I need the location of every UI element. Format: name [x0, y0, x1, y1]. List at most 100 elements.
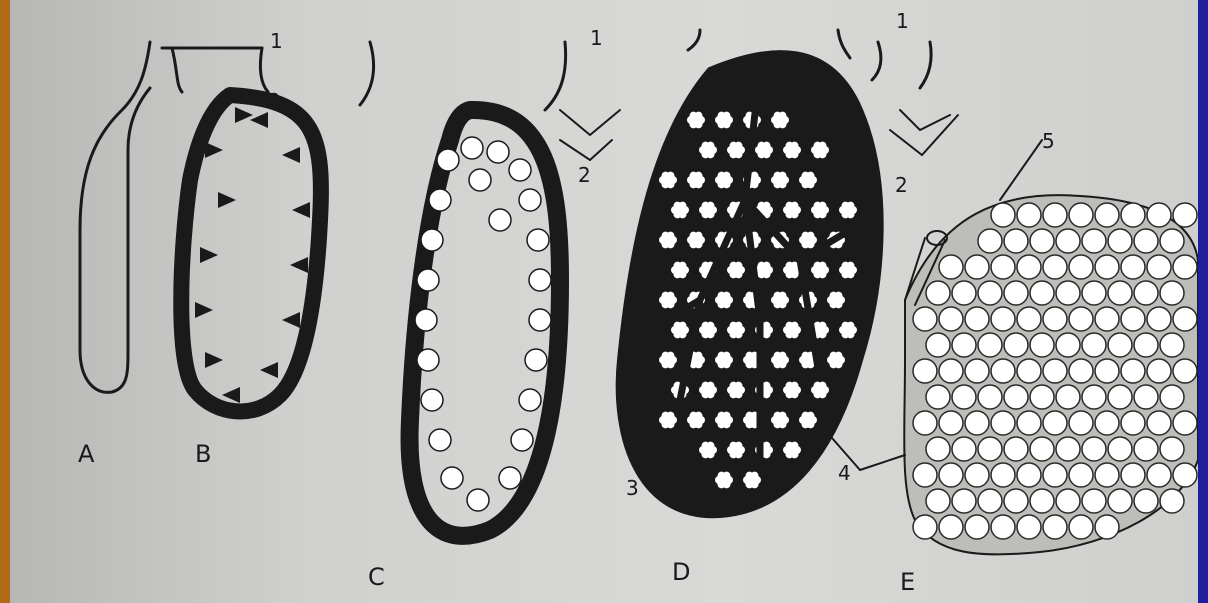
lung-types-figure: A B C D E 1 2 1 2 2 3 4 1 5	[10, 0, 1198, 603]
alveolus	[1134, 281, 1158, 305]
alveolus	[1147, 463, 1171, 487]
alveolus	[1004, 437, 1028, 461]
alveolus	[1121, 307, 1145, 331]
alveolus	[1173, 203, 1197, 227]
lobule	[421, 389, 443, 411]
alveolus	[965, 515, 989, 539]
alveolus	[1056, 333, 1080, 357]
alveolus	[1082, 385, 1106, 409]
lobule	[529, 309, 551, 331]
alveolus	[1017, 411, 1041, 435]
alveolus	[1095, 307, 1119, 331]
alveolus	[1030, 385, 1054, 409]
lobule	[469, 169, 491, 191]
alveolus	[965, 307, 989, 331]
figure-b-septate-sac	[162, 48, 321, 411]
alveolus	[1134, 229, 1158, 253]
alveolus	[1056, 385, 1080, 409]
alveolus	[952, 333, 976, 357]
alveolus	[1108, 489, 1132, 513]
alveolus	[913, 411, 937, 435]
alveolus	[1147, 203, 1171, 227]
panel-label-c: C	[368, 563, 385, 591]
alveolus	[913, 515, 937, 539]
alveolus	[913, 463, 937, 487]
right-border	[1198, 0, 1208, 603]
lobule	[429, 189, 451, 211]
alveolus	[1030, 333, 1054, 357]
alveolus	[1134, 437, 1158, 461]
part-number-e-1: 1	[896, 9, 909, 33]
alveolus	[991, 515, 1015, 539]
alveolus	[1095, 203, 1119, 227]
septum	[222, 387, 240, 403]
alveolus	[1082, 437, 1106, 461]
alveolus	[1017, 255, 1041, 279]
alveolus	[978, 385, 1002, 409]
alveolus	[1173, 463, 1197, 487]
figure-c-lobules	[415, 137, 551, 511]
alveolus	[1173, 411, 1197, 435]
lobule	[511, 429, 533, 451]
alveolus	[939, 359, 963, 383]
alveolus	[939, 515, 963, 539]
panel-label-b: B	[195, 440, 211, 468]
alveolus	[1108, 229, 1132, 253]
alveolus	[926, 281, 950, 305]
alveolus	[1069, 359, 1093, 383]
alveolus	[952, 437, 976, 461]
alveolus	[1095, 359, 1119, 383]
alveolus	[952, 281, 976, 305]
alveolus	[1082, 489, 1106, 513]
alveolus	[1134, 333, 1158, 357]
alveolus	[1147, 359, 1171, 383]
alveolus	[1121, 255, 1145, 279]
alveolus	[978, 437, 1002, 461]
alveolus	[1134, 489, 1158, 513]
alveolus	[1108, 385, 1132, 409]
alveolus	[978, 229, 1002, 253]
alveolus	[1004, 333, 1028, 357]
panel-label-a: A	[78, 440, 95, 468]
alveolus	[939, 307, 963, 331]
septum	[235, 107, 253, 123]
alveolus	[926, 489, 950, 513]
alveolus	[1082, 229, 1106, 253]
part-number-e-5: 5	[1042, 129, 1055, 153]
septum	[282, 312, 300, 328]
septum	[200, 247, 218, 263]
alveolus	[1173, 307, 1197, 331]
alveolus	[1017, 515, 1041, 539]
alveolus	[1108, 281, 1132, 305]
alveolus	[1030, 281, 1054, 305]
lobule	[415, 309, 437, 331]
septum	[218, 192, 236, 208]
alveolus	[991, 203, 1015, 227]
alveolus	[1095, 463, 1119, 487]
figure-c-honeycomb-sac	[360, 42, 620, 536]
alveolus	[1004, 229, 1028, 253]
alveolus	[1043, 307, 1067, 331]
alveolus	[952, 489, 976, 513]
alveolus	[939, 255, 963, 279]
alveolus	[991, 359, 1015, 383]
alveolus	[1017, 203, 1041, 227]
alveolus	[1004, 385, 1028, 409]
septum	[260, 362, 278, 378]
alveolus	[1108, 437, 1132, 461]
part-number-d-4: 4	[838, 461, 851, 485]
lobule	[525, 349, 547, 371]
lobule	[509, 159, 531, 181]
lobule	[519, 189, 541, 211]
lobule	[529, 269, 551, 291]
alveolus	[926, 333, 950, 357]
alveolus	[1030, 489, 1054, 513]
lobule	[437, 149, 459, 171]
alveolus	[1056, 437, 1080, 461]
alveolus	[939, 463, 963, 487]
alveolus	[1121, 203, 1145, 227]
part-number-d-2: 2	[895, 173, 908, 197]
alveolus	[978, 281, 1002, 305]
figure-a-simple-sac	[80, 42, 150, 392]
lobule	[499, 467, 521, 489]
